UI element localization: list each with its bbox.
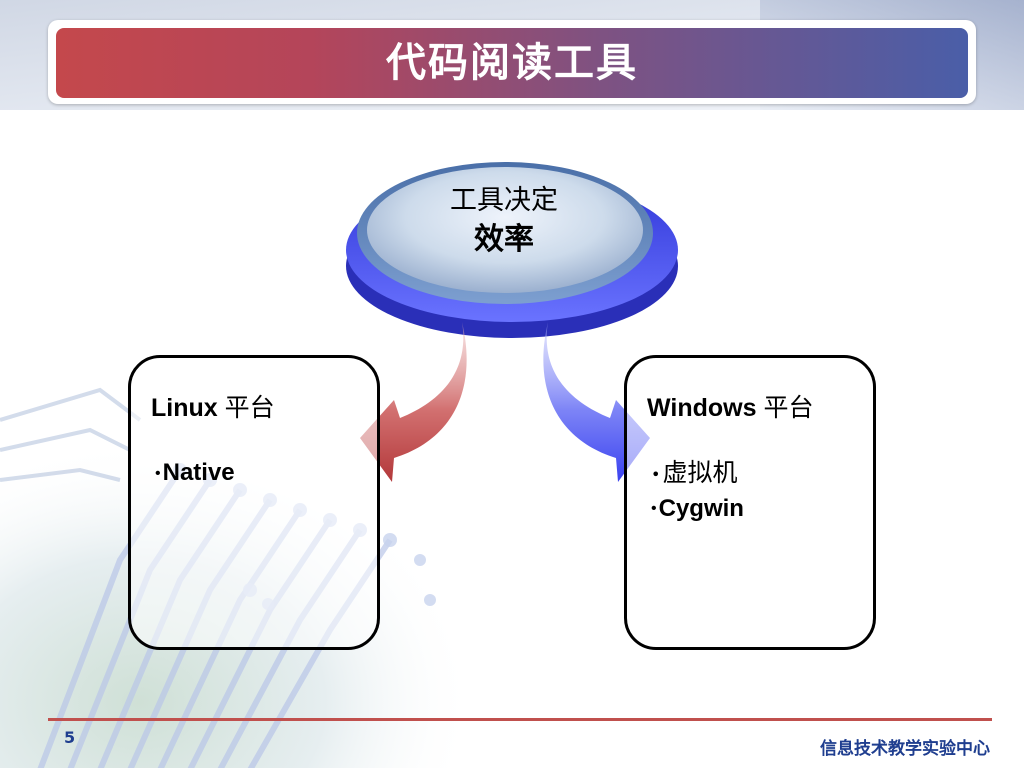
footer-divider: [48, 718, 992, 721]
page-number: 5: [64, 728, 76, 747]
linux-title-cjk: 平台: [224, 393, 275, 422]
footer-organization: 信息技术教学实验中心: [820, 739, 990, 759]
hub-label: 工具决定 效率: [400, 182, 608, 260]
windows-title-latin: Windows: [647, 394, 757, 422]
hub-line-1: 工具决定: [450, 185, 558, 216]
list-item: •Cygwin: [651, 494, 744, 522]
linux-item-list: •Native: [155, 456, 235, 491]
linux-title-latin: Linux: [151, 394, 218, 422]
hub-line-2: 效率: [474, 222, 534, 257]
windows-item-list: •虚拟机 •Cygwin: [651, 456, 744, 526]
left-arrow: [360, 322, 467, 482]
list-item: •Native: [155, 459, 235, 486]
windows-platform-card: Windows 平台 •虚拟机 •Cygwin: [624, 355, 876, 650]
windows-title-cjk: 平台: [763, 393, 814, 422]
right-arrow: [543, 322, 650, 482]
windows-card-title: Windows 平台: [647, 388, 813, 424]
slide-title: 代码阅读工具: [386, 40, 638, 86]
hub-inner-disc: [367, 167, 643, 293]
title-bar: [56, 28, 968, 98]
linux-card-title: Linux 平台: [151, 388, 275, 424]
list-item: •虚拟机: [651, 458, 738, 487]
linux-platform-card: Linux 平台 •Native: [128, 355, 380, 650]
